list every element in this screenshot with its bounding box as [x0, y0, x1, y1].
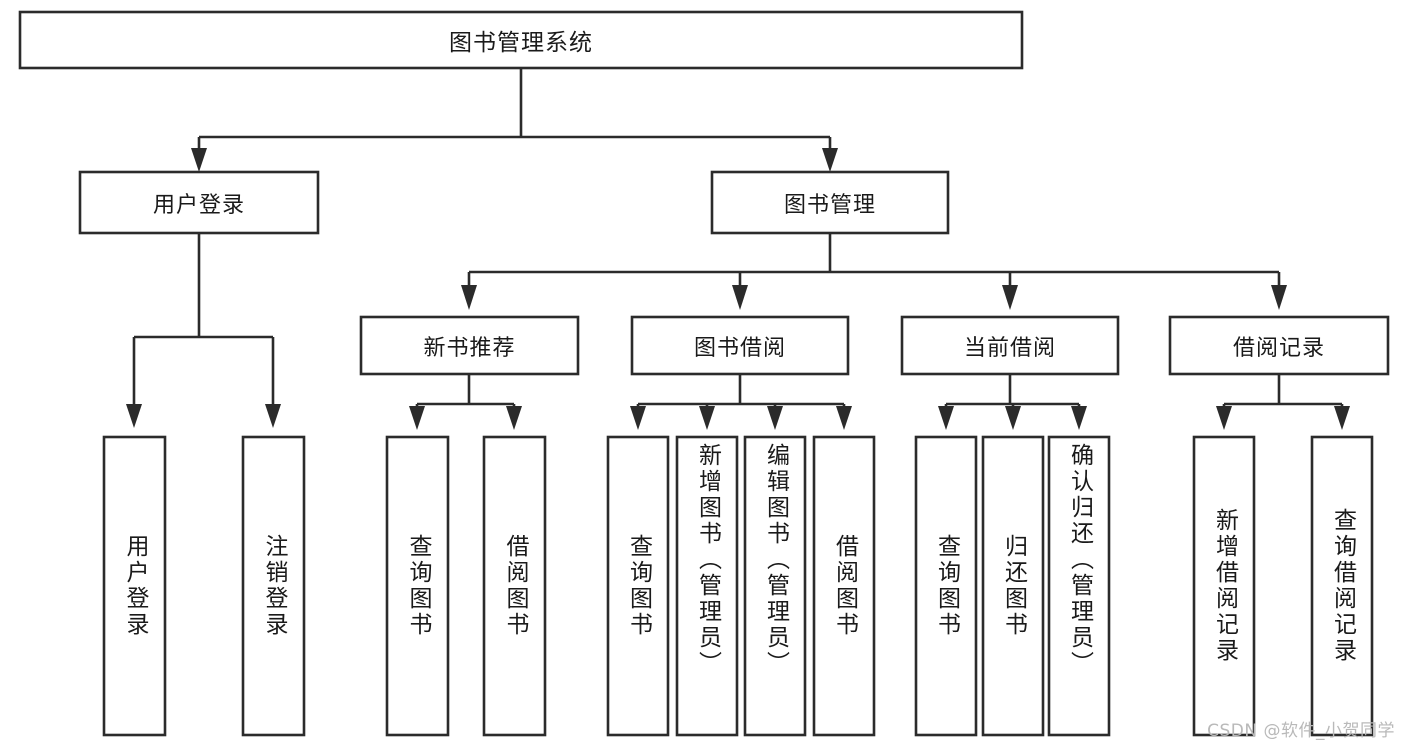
node-current-borrow[interactable]: [900, 315, 1120, 376]
leaf-borrow-edit-book[interactable]: [743, 435, 807, 737]
leaf-record-add-record[interactable]: [1192, 435, 1256, 737]
node-root-book-management-system[interactable]: [18, 10, 1024, 70]
leaf-record-query-record[interactable]: [1310, 435, 1374, 737]
connector-bookmanage-to-level3: [461, 233, 1287, 310]
leaf-current-query-book[interactable]: [914, 435, 978, 737]
node-new-book-recommend[interactable]: [359, 315, 580, 376]
leaf-current-confirm-return[interactable]: [1047, 435, 1111, 737]
leaf-rec-query-book[interactable]: [385, 435, 450, 737]
node-book-borrow[interactable]: [630, 315, 850, 376]
node-borrow-record[interactable]: [1168, 315, 1390, 376]
leaf-current-return-book[interactable]: [981, 435, 1045, 737]
connector-borrowrecord-to-leaves: [1216, 374, 1350, 430]
leaf-logout-login[interactable]: [241, 435, 306, 737]
leaf-borrow-query-book[interactable]: [606, 435, 670, 737]
leaf-borrow-borrow-book[interactable]: [812, 435, 876, 737]
node-book-management[interactable]: [710, 170, 950, 235]
connector-bookborrow-to-leaves: [630, 374, 852, 430]
connector-userlogin-to-leaves: [126, 233, 281, 428]
connector-root-to-level2: [191, 68, 838, 172]
connector-currentborrow-to-leaves: [938, 374, 1087, 430]
leaf-borrow-add-book[interactable]: [675, 435, 739, 737]
node-user-login[interactable]: [78, 170, 320, 235]
leaf-rec-borrow-book[interactable]: [482, 435, 547, 737]
connector-newbook-to-leaves: [409, 374, 522, 430]
leaf-user-login[interactable]: [102, 435, 167, 737]
csdn-watermark: CSDN @软件_小贺同学: [1207, 721, 1395, 741]
